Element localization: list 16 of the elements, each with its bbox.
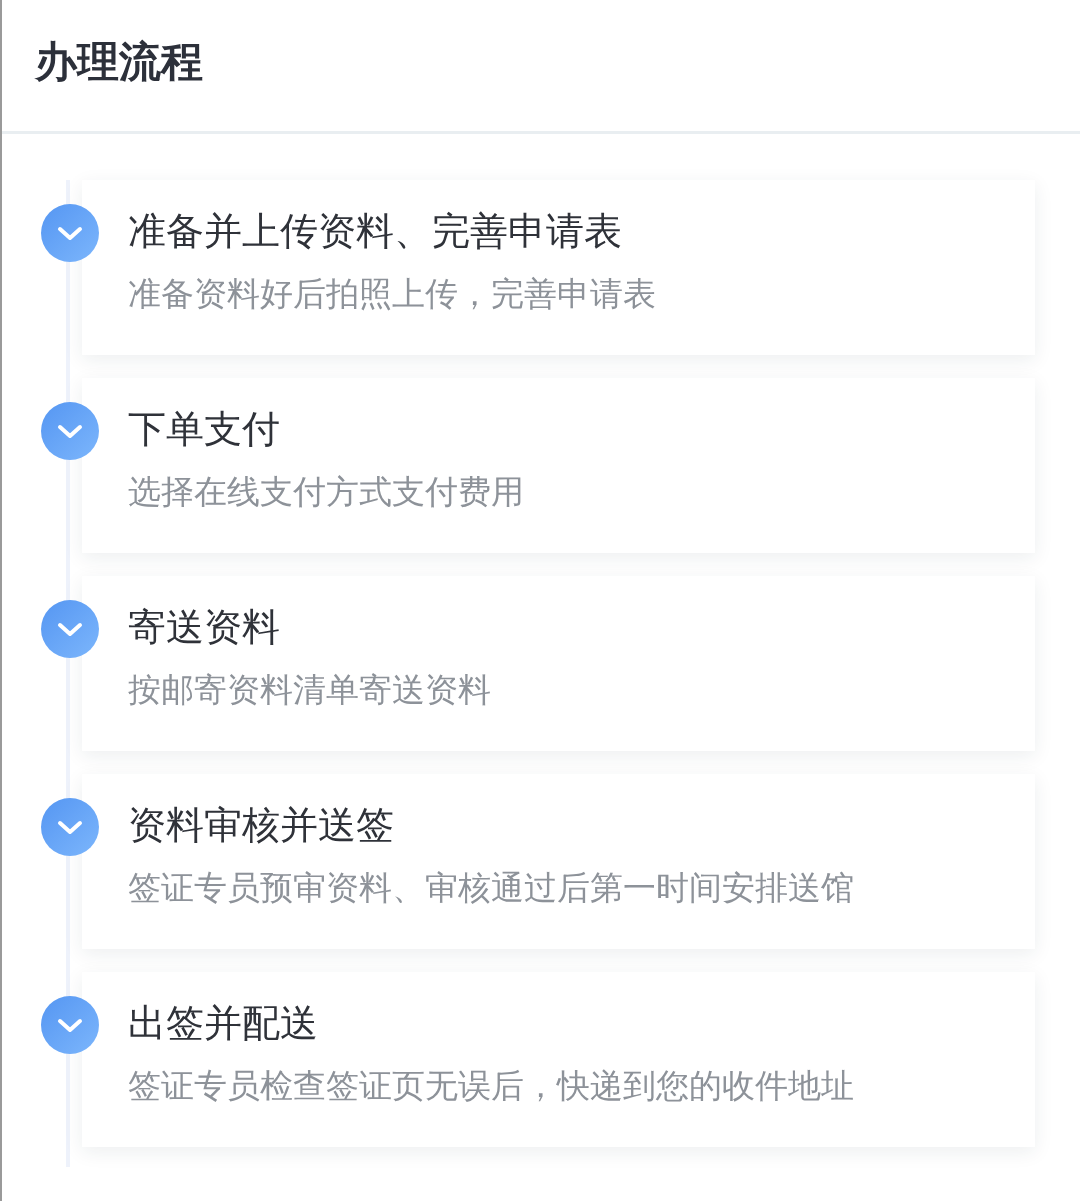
step-description: 签证专员预审资料、审核通过后第一时间安排送馆 [128, 868, 854, 908]
step-card [82, 972, 1035, 1147]
step-description: 按邮寄资料清单寄送资料 [128, 670, 491, 710]
step-card [82, 378, 1035, 553]
step-card [82, 576, 1035, 751]
step-description: 准备资料好后拍照上传，完善申请表 [128, 274, 656, 314]
step-card [82, 180, 1035, 355]
step-card [82, 774, 1035, 949]
step-title: 寄送资料 [128, 604, 280, 650]
page-title: 办理流程 [35, 36, 203, 88]
step-title: 准备并上传资料、完善申请表 [128, 208, 622, 254]
step-title: 下单支付 [128, 406, 280, 452]
step-title: 资料审核并送签 [128, 802, 394, 848]
step-description: 签证专员检查签证页无误后，快递到您的收件地址 [128, 1066, 854, 1106]
step-title: 出签并配送 [128, 1000, 318, 1046]
step-description: 选择在线支付方式支付费用 [128, 472, 524, 512]
